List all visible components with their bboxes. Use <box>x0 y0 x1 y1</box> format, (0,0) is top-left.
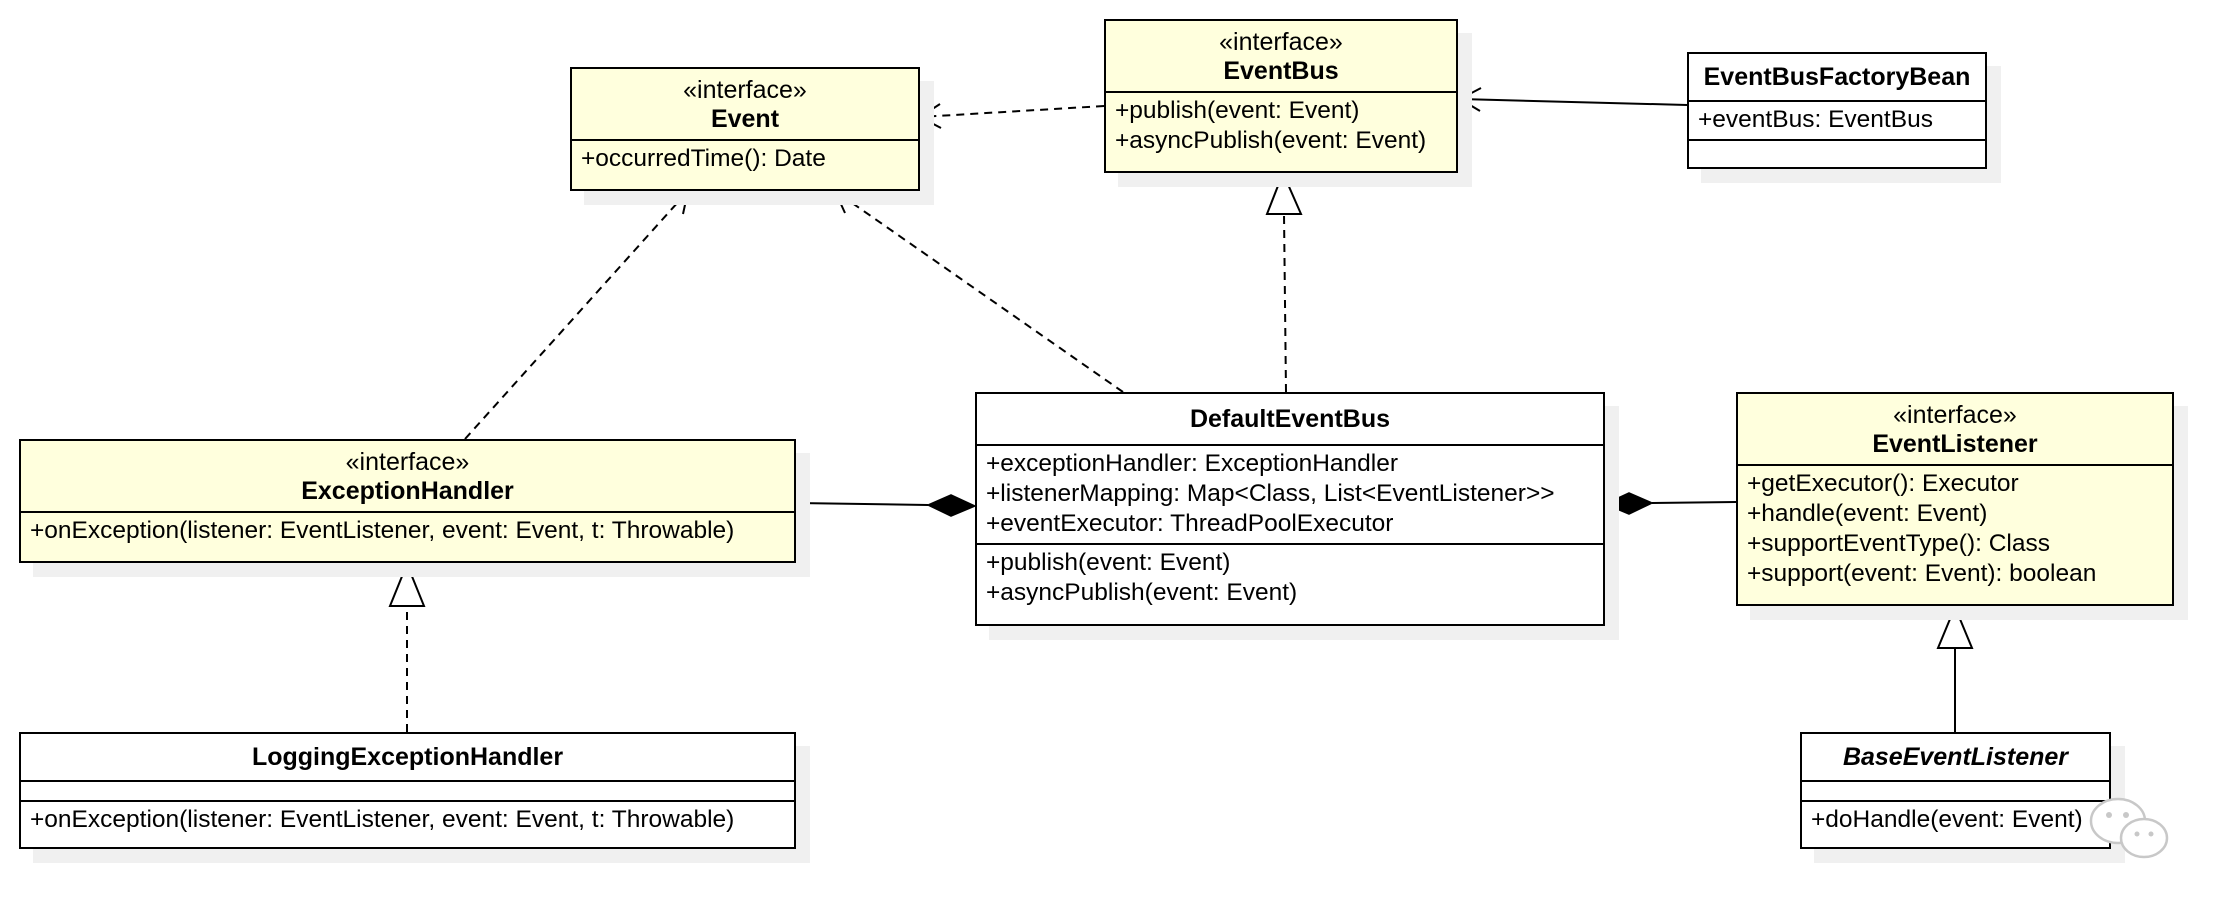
operation: +onException(listener: EventListener, ev… <box>30 517 735 544</box>
class-header: «interface» Event <box>572 69 918 141</box>
edge-defaulteventbus-realizes-eventbus <box>1265 170 1303 393</box>
class-name: EventListener <box>1872 430 2038 458</box>
operations-section: +publish(event: Event) +asyncPublish(eve… <box>1106 93 1456 160</box>
class-base-event-listener: BaseEventListener +doHandle(event: Event… <box>1800 732 2111 849</box>
edge-defaulteventbus-depends-on-event <box>833 189 1124 393</box>
operations-section: +onException(listener: EventListener, ev… <box>21 802 794 839</box>
operations-section: +publish(event: Event) +asyncPublish(eve… <box>977 545 1603 612</box>
class-logging-exception-handler: LoggingExceptionHandler +onException(lis… <box>19 732 796 849</box>
operation: +handle(event: Event) <box>1747 500 1988 527</box>
class-name: LoggingExceptionHandler <box>251 743 564 771</box>
operation: +asyncPublish(event: Event) <box>986 579 1298 606</box>
class-event-bus-factory-bean: EventBusFactoryBean +eventBus: EventBus <box>1687 52 1987 169</box>
operations-section: +doHandle(event: Event) <box>1802 802 2109 839</box>
edge-factorybean-to-eventbus <box>1457 87 1688 112</box>
wechat-icon <box>2086 793 2176 874</box>
class-event: «interface» Event +occurredTime(): Date <box>570 67 920 191</box>
operation: +doHandle(event: Event) <box>1811 806 2083 833</box>
class-name: ExceptionHandler <box>301 477 514 505</box>
attribute: +eventExecutor: ThreadPoolExecutor <box>986 510 1394 537</box>
operations-section <box>1689 141 1985 155</box>
attribute: +listenerMapping: Map<Class, List<EventL… <box>986 480 1555 507</box>
operations-section: +onException(listener: EventListener, ev… <box>21 513 794 550</box>
operation: +publish(event: Event) <box>1115 97 1360 124</box>
class-exception-handler: «interface» ExceptionHandler +onExceptio… <box>19 439 796 563</box>
stereotype-label: «interface» <box>1893 401 2017 429</box>
class-name: DefaultEventBus <box>1189 405 1391 433</box>
class-event-bus: «interface» EventBus +publish(event: Eve… <box>1104 19 1458 173</box>
operation: +getExecutor(): Executor <box>1747 470 2019 497</box>
operation: +occurredTime(): Date <box>581 145 826 172</box>
edge-exceptionhandler-depends-on-event <box>464 189 690 440</box>
operation: +publish(event: Event) <box>986 549 1231 576</box>
class-header: «interface» ExceptionHandler <box>21 441 794 513</box>
attribute: +exceptionHandler: ExceptionHandler <box>986 450 1398 477</box>
stereotype-label: «interface» <box>1219 28 1343 56</box>
attribute: +eventBus: EventBus <box>1698 106 1933 133</box>
edge-loggingexceptionhandler-realizes-exceptionhandler <box>388 561 426 732</box>
operation: +onException(listener: EventListener, ev… <box>30 806 735 833</box>
class-header: «interface» EventBus <box>1106 21 1456 93</box>
operations-section: +getExecutor(): Executor +handle(event: … <box>1738 466 2172 593</box>
operation: +supportEventType(): Class <box>1747 530 2050 557</box>
attributes-section: +eventBus: EventBus <box>1689 102 1985 141</box>
class-name: EventBusFactoryBean <box>1703 63 1971 91</box>
operation: +asyncPublish(event: Event) <box>1115 127 1427 154</box>
attributes-section: +exceptionHandler: ExceptionHandler +lis… <box>977 446 1603 545</box>
class-header: «interface» EventListener <box>1738 394 2172 466</box>
class-name: EventBus <box>1223 57 1339 85</box>
operation: +support(event: Event): boolean <box>1747 560 2097 587</box>
edge-baseeventlistener-extends-eventlistener <box>1936 604 1974 732</box>
edge-eventlistener-composed-in-defaulteventbus <box>1603 492 1737 515</box>
attributes-section <box>1802 782 2109 802</box>
stereotype-label: «interface» <box>683 76 807 104</box>
class-default-event-bus: DefaultEventBus +exceptionHandler: Excep… <box>975 392 1605 626</box>
attributes-section <box>21 782 794 802</box>
class-header: LoggingExceptionHandler <box>21 734 794 782</box>
edge-exceptionhandler-composed-in-defaulteventbus <box>795 494 977 517</box>
stereotype-label: «interface» <box>345 448 470 476</box>
class-name: Event <box>710 105 780 133</box>
class-header: EventBusFactoryBean <box>1689 54 1985 102</box>
class-name: BaseEventListener <box>1842 743 2069 771</box>
class-event-listener: «interface» EventListener +getExecutor()… <box>1736 392 2174 606</box>
operations-section: +occurredTime(): Date <box>572 141 918 178</box>
class-header: DefaultEventBus <box>977 394 1603 446</box>
class-header: BaseEventListener <box>1802 734 2109 782</box>
edge-eventbus-depends-on-event <box>918 103 1105 129</box>
